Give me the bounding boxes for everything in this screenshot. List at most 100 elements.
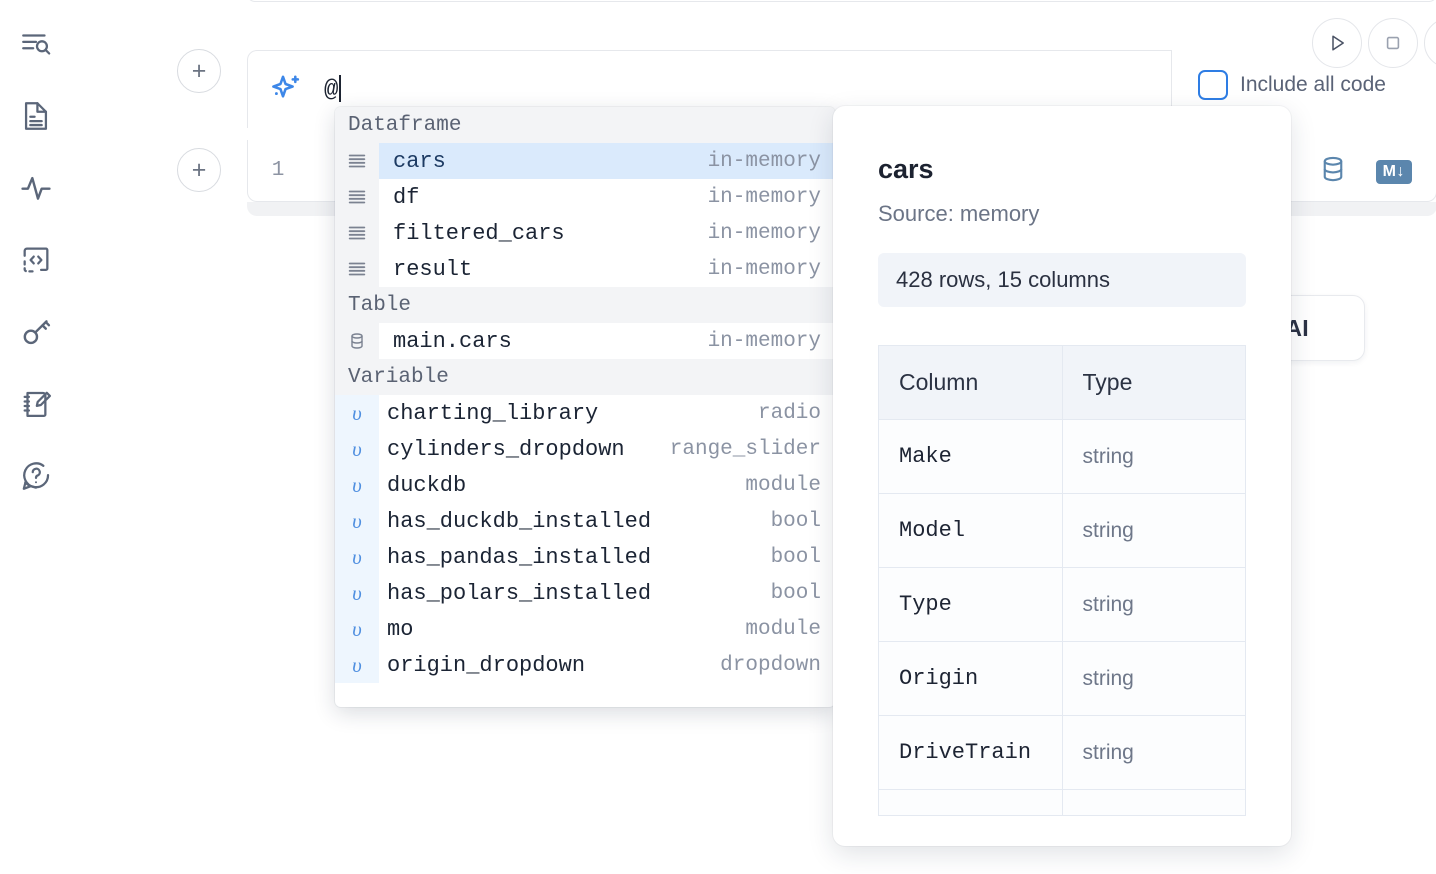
- autocomplete-item-name: result: [393, 256, 473, 282]
- key-icon[interactable]: [13, 306, 59, 358]
- autocomplete-item[interactable]: filtered_cars in-memory: [335, 215, 835, 251]
- cell-output-icons: M↓: [1318, 154, 1412, 189]
- autocomplete-item-type: in-memory: [707, 149, 821, 173]
- autocomplete-item-type: in-memory: [707, 221, 821, 245]
- autocomplete-item-type: dropdown: [720, 653, 821, 677]
- schema-column-type: string: [1061, 641, 1246, 716]
- include-all-code-row[interactable]: Include all code: [1198, 70, 1386, 100]
- variable-icon: υ: [335, 467, 379, 503]
- autocomplete-item-name: origin_dropdown: [387, 652, 586, 678]
- cell-run-controls: [1312, 18, 1436, 68]
- autocomplete-group-header: Dataframe: [335, 107, 835, 143]
- schema-row-clipped: [878, 789, 1246, 816]
- add-cell-button-bottom[interactable]: +: [177, 148, 221, 192]
- detail-title: cars: [878, 154, 934, 184]
- variable-icon: υ: [335, 575, 379, 611]
- autocomplete-item-name: cylinders_dropdown: [387, 436, 625, 462]
- include-all-code-checkbox[interactable]: [1198, 70, 1228, 100]
- explore-icon[interactable]: [13, 18, 59, 70]
- table-icon: [335, 323, 379, 359]
- autocomplete-item-name: filtered_cars: [393, 220, 565, 246]
- autocomplete-item-body: cylinders_dropdown range_slider: [379, 431, 835, 467]
- variable-icon: υ: [335, 395, 379, 431]
- autocomplete-item-name: df: [393, 184, 420, 210]
- markdown-badge[interactable]: M↓: [1375, 159, 1412, 184]
- play-icon[interactable]: [1312, 18, 1362, 68]
- autocomplete-item-type: bool: [770, 545, 821, 569]
- variable-icon: υ: [335, 647, 379, 683]
- autocomplete-item-type: in-memory: [707, 329, 821, 353]
- stop-icon[interactable]: [1368, 18, 1418, 68]
- schema-column-name: Type: [878, 567, 1063, 642]
- autocomplete-item-name: main.cars: [393, 328, 512, 354]
- autocomplete-item-name: has_polars_installed: [387, 580, 652, 606]
- schema-column-type: string: [1061, 715, 1246, 790]
- schema-column-name: [878, 789, 1063, 816]
- detail-source: Source: memory: [878, 201, 1040, 226]
- autocomplete-item-type: radio: [757, 401, 821, 425]
- scratchpad-icon[interactable]: [13, 378, 59, 430]
- autocomplete-item-type: bool: [770, 509, 821, 533]
- autocomplete-item[interactable]: result in-memory: [335, 251, 835, 287]
- more-icon[interactable]: [1424, 18, 1436, 68]
- autocomplete-item-type: in-memory: [707, 257, 821, 281]
- schema-column-name: Origin: [878, 641, 1063, 716]
- schema-column-type: [1061, 789, 1246, 816]
- include-all-code-label: Include all code: [1240, 73, 1386, 96]
- file-text-icon[interactable]: [13, 90, 59, 142]
- autocomplete-group-header: Table: [335, 287, 835, 323]
- ai-prompt-text: @: [324, 75, 342, 104]
- schema-column-name: Model: [878, 493, 1063, 568]
- autocomplete-item-body: mo module: [379, 611, 835, 647]
- schema-header-type: Type: [1061, 345, 1246, 420]
- schema-column-name: DriveTrain: [878, 715, 1063, 790]
- autocomplete-item-type: range_slider: [669, 437, 821, 461]
- autocomplete-group-header: Variable: [335, 359, 835, 395]
- autocomplete-item-name: duckdb: [387, 472, 467, 498]
- autocomplete-item-type: module: [745, 617, 821, 641]
- completion-detail-panel: cars Source: memory 428 rows, 15 columns…: [833, 106, 1291, 846]
- line-number: 1: [271, 159, 285, 182]
- variable-icon: υ: [335, 503, 379, 539]
- code-snippet-icon[interactable]: [13, 234, 59, 286]
- help-icon[interactable]: [13, 450, 59, 502]
- schema-header-row: Column Type: [878, 345, 1246, 420]
- schema-column-name: Make: [878, 419, 1063, 494]
- previous-cell-edge: [247, 0, 1436, 2]
- variable-icon: υ: [335, 611, 379, 647]
- schema-header-column: Column: [878, 345, 1063, 420]
- autocomplete-item-name: mo: [387, 616, 414, 642]
- schema-column-type: string: [1061, 567, 1246, 642]
- autocomplete-item[interactable]: υ origin_dropdown dropdown: [335, 647, 835, 683]
- autocomplete-item-body: result in-memory: [379, 251, 835, 287]
- database-icon[interactable]: [1318, 154, 1348, 189]
- add-cell-button-top[interactable]: +: [177, 49, 221, 93]
- dataframe-icon: [335, 179, 379, 215]
- text-caret: [339, 75, 342, 102]
- detail-shape: 428 rows, 15 columns: [878, 253, 1246, 307]
- autocomplete-item-body: origin_dropdown dropdown: [379, 647, 835, 683]
- activity-icon[interactable]: [13, 162, 59, 214]
- autocomplete-item[interactable]: main.cars in-memory: [335, 323, 835, 359]
- dataframe-icon: [335, 143, 379, 179]
